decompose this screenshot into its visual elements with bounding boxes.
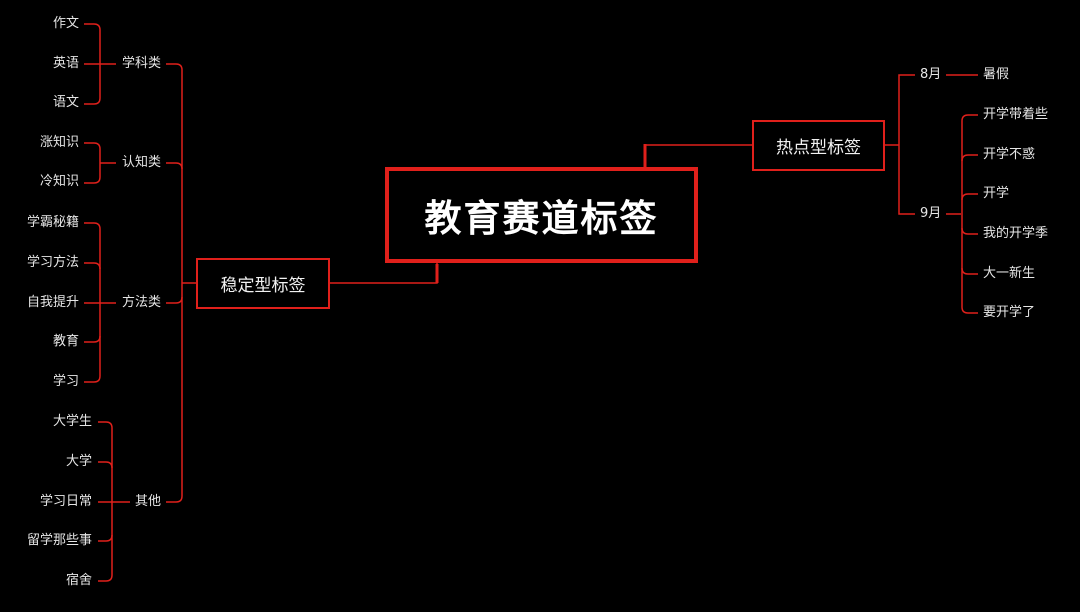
leaf-item[interactable]: 我的开学季 [983,226,1049,241]
category-september[interactable]: 9月 [920,206,942,221]
leaf-item[interactable]: 学习日常 [39,494,92,509]
leaf-item[interactable]: 大学 [65,454,92,469]
category-methods[interactable]: 方法类 [122,295,162,310]
category-cognition[interactable]: 认知类 [122,155,162,170]
leaf-item[interactable]: 学习 [52,374,79,389]
leaf-item[interactable]: 自我提升 [26,295,79,310]
hot-tag-node[interactable]: 热点型标签 [752,120,885,171]
leaf-item[interactable]: 暑假 [983,67,1010,82]
leaf-item[interactable]: 学霸秘籍 [26,215,79,230]
category-august[interactable]: 8月 [920,67,942,82]
category-subjects[interactable]: 学科类 [122,56,162,71]
root-node-label: 教育赛道标签 [424,197,659,240]
leaf-item[interactable]: 学习方法 [26,255,79,270]
hot-tag-label: 热点型标签 [776,138,861,158]
leaf-item[interactable]: 大学生 [52,414,92,429]
leaf-item[interactable]: 作文 [52,16,79,31]
leaf-item[interactable]: 教育 [52,334,79,349]
leaf-item[interactable]: 冷知识 [39,174,79,189]
stable-tag-label: 稳定型标签 [220,276,306,296]
leaf-item[interactable]: 宿舍 [65,573,92,588]
leaf-item[interactable]: 大一新生 [983,266,1036,281]
stable-tag-node[interactable]: 稳定型标签 [196,258,330,309]
root-node[interactable]: 教育赛道标签 [385,167,698,263]
leaf-item[interactable]: 开学带着些 [983,107,1049,122]
leaf-item[interactable]: 开学 [983,186,1010,201]
leaf-item[interactable]: 涨知识 [39,135,79,150]
category-other[interactable]: 其他 [135,494,162,509]
leaf-item[interactable]: 语文 [52,95,79,110]
leaf-item[interactable]: 要开学了 [983,305,1036,320]
leaf-item[interactable]: 留学那些事 [26,533,92,548]
leaf-item[interactable]: 开学不惑 [983,147,1036,162]
leaf-item[interactable]: 英语 [52,56,79,71]
